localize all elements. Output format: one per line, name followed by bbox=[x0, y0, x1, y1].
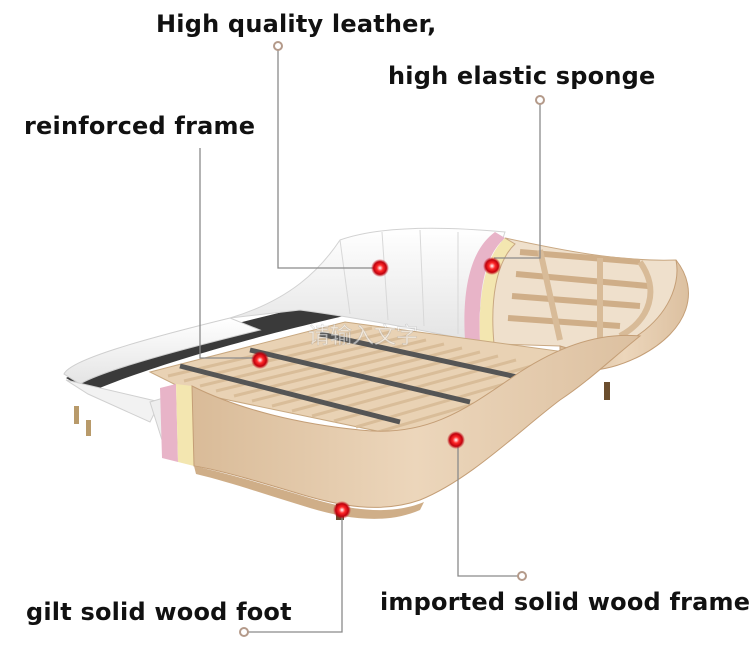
callout-lines bbox=[199, 46, 541, 633]
back-wood-frame bbox=[492, 237, 689, 371]
callout-end-rings bbox=[239, 41, 545, 637]
front-wood-frame bbox=[191, 334, 642, 519]
callout-gilt-foot: gilt solid wood foot bbox=[26, 598, 292, 626]
red-markers bbox=[251, 257, 501, 519]
left-legs bbox=[74, 406, 91, 436]
callout-reinforced-frame: reinforced frame bbox=[24, 112, 256, 140]
foot-cross-section bbox=[160, 384, 194, 466]
watermark-text: 请输入文字 bbox=[308, 324, 419, 350]
callout-leather: High quality leather, bbox=[156, 10, 437, 38]
callout-sponge: high elastic sponge bbox=[388, 62, 656, 90]
callout-imported-wood-frame: imported solid wood frame bbox=[380, 588, 749, 616]
